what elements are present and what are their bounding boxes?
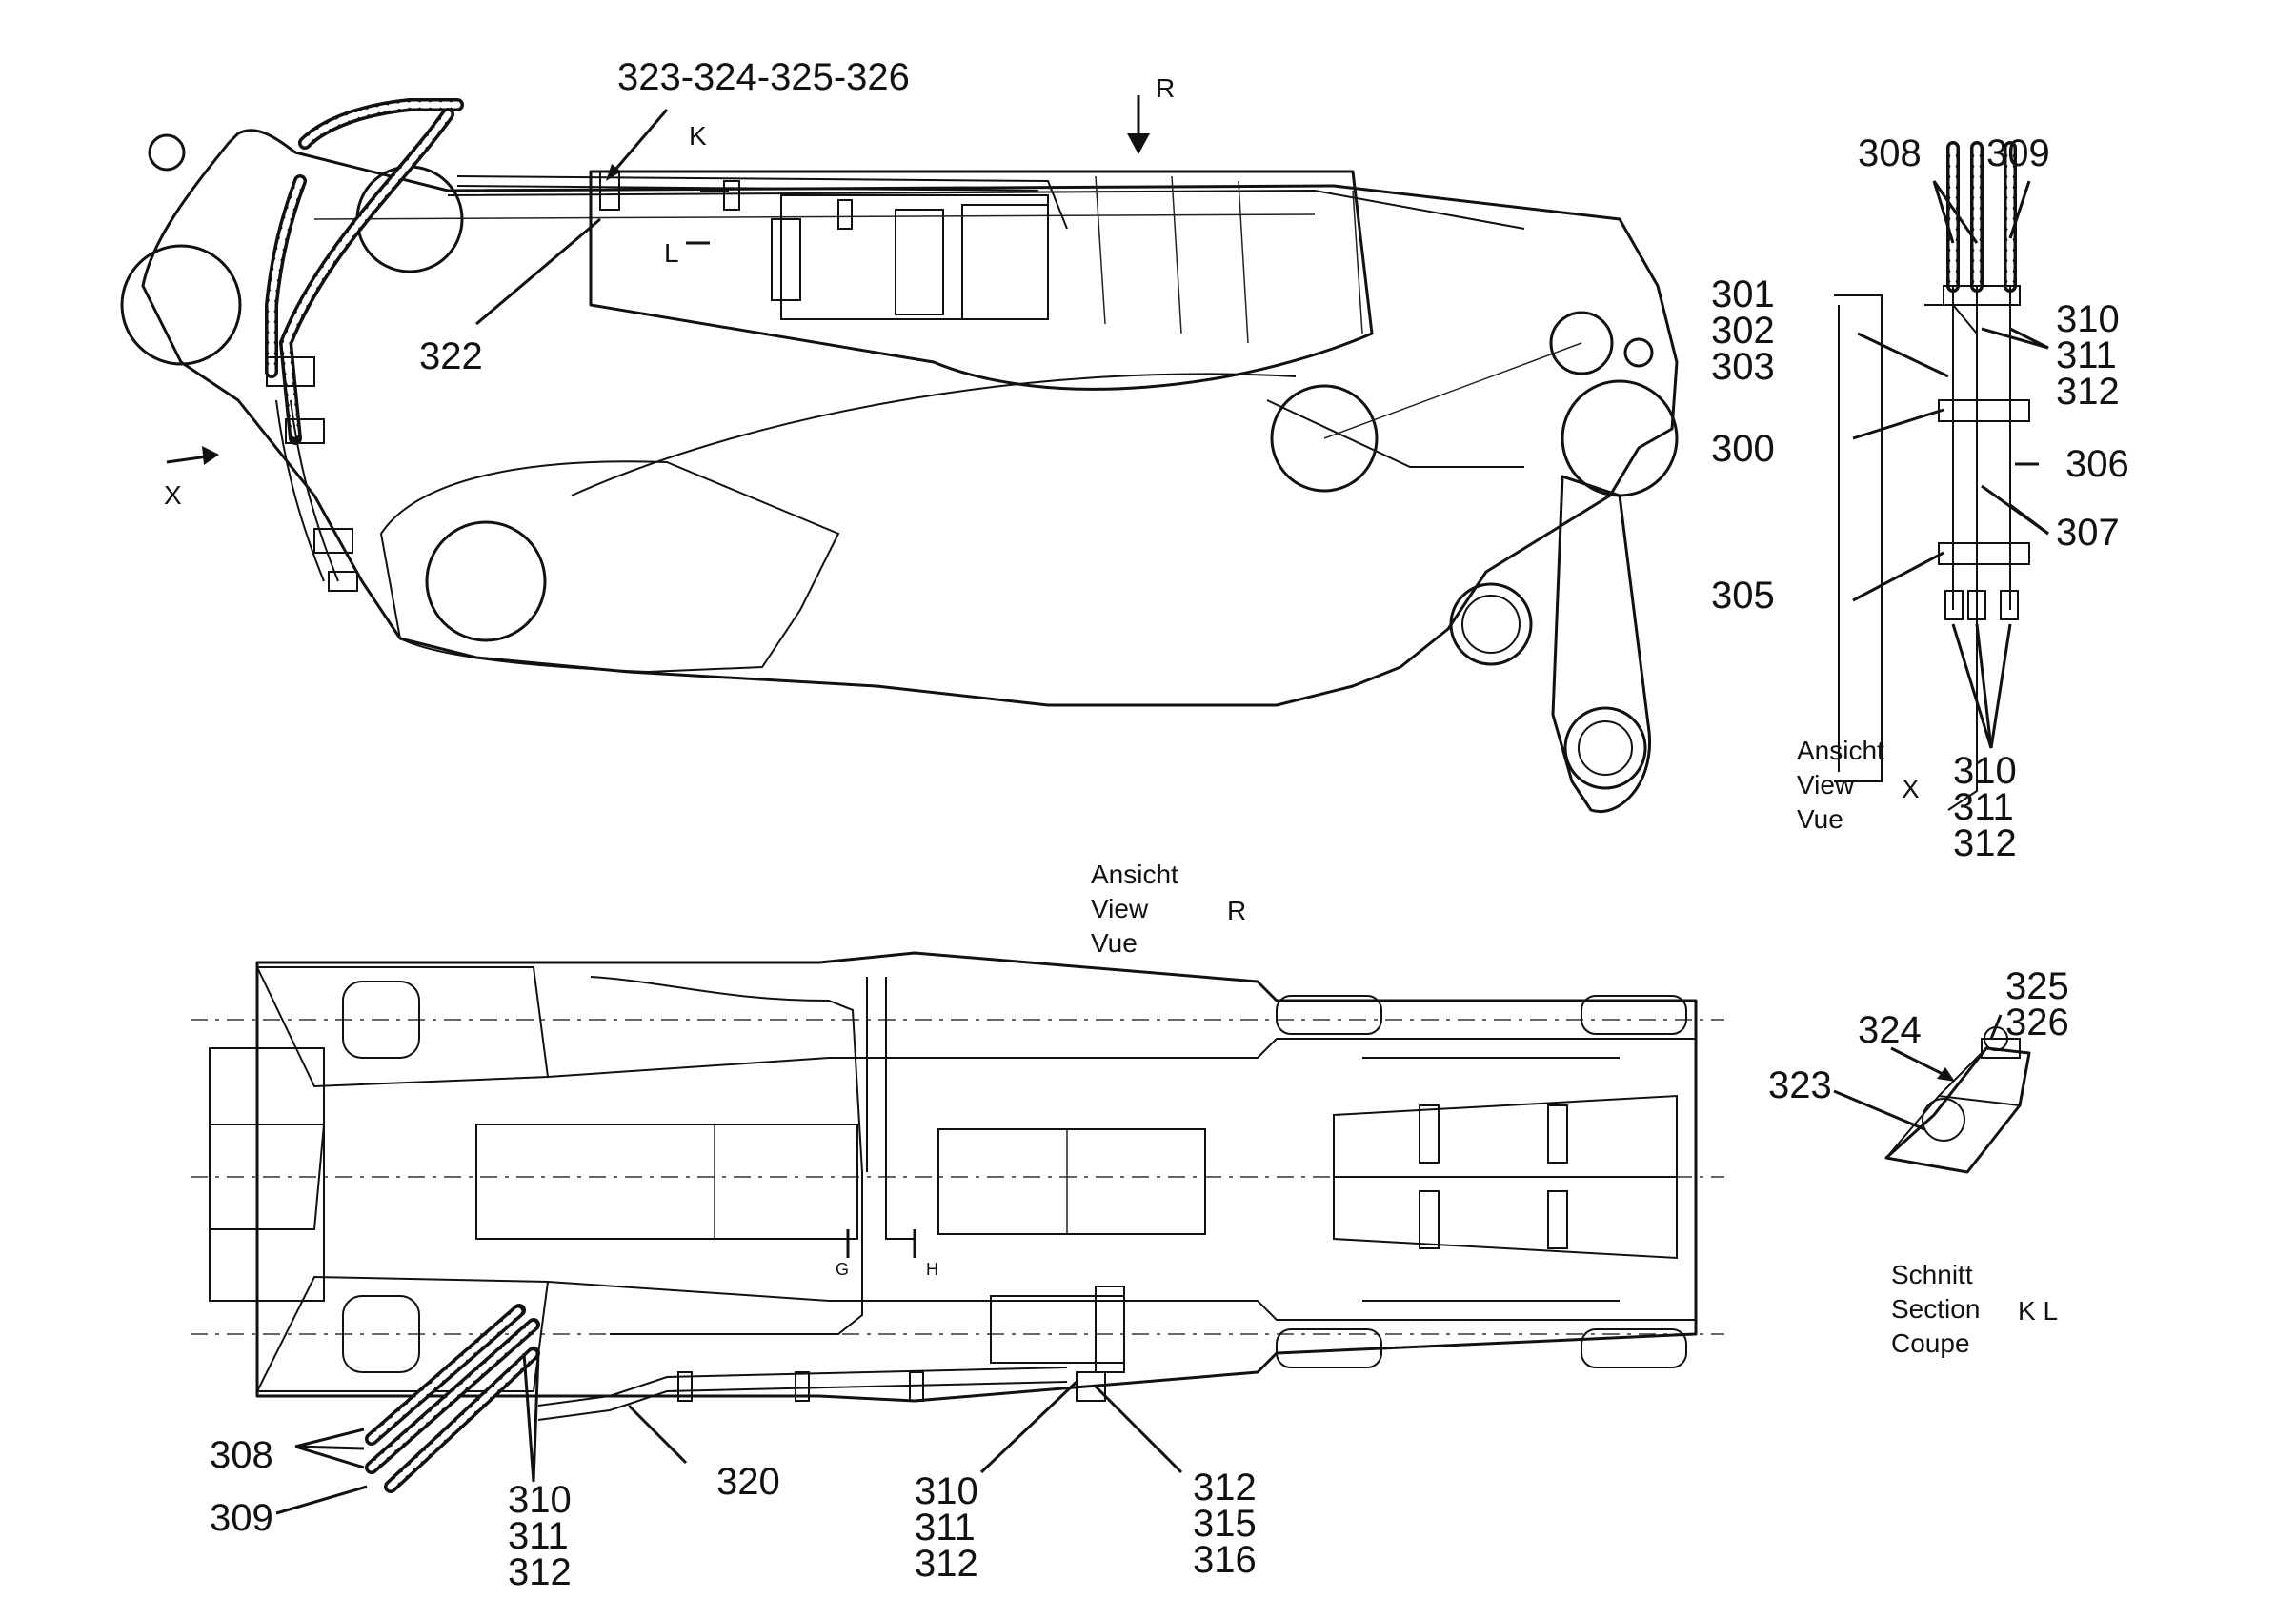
section-caption-fr: Coupe <box>1891 1328 1970 1358</box>
mark-g: G <box>836 1260 850 1279</box>
view-x-label-312b: 312 <box>1953 822 2017 864</box>
view-r-plan <box>191 951 1724 1493</box>
mark-l: L <box>664 238 679 268</box>
section-caption-letters: K L <box>2018 1296 2059 1326</box>
view-r-label-312c: 312 <box>1193 1467 1257 1509</box>
view-x-caption-en: View <box>1797 770 1855 800</box>
section-label-326: 326 <box>2005 1002 2069 1043</box>
view-r-label-312b: 312 <box>915 1543 978 1585</box>
view-x-label-309: 309 <box>1986 132 2050 174</box>
view-r-label-320: 320 <box>716 1461 780 1503</box>
view-r-label-312a: 312 <box>508 1551 572 1593</box>
top-view-leaders <box>166 95 1150 465</box>
callout-322: 322 <box>419 335 483 377</box>
view-x-detail <box>1834 141 2030 811</box>
view-x-label-311b: 311 <box>1953 786 2014 828</box>
section-kl-leaders <box>1833 1014 2003 1131</box>
view-x-caption-letter: X <box>1902 774 1920 803</box>
mark-k: K <box>689 121 707 151</box>
arrow-r-label: R <box>1156 73 1176 103</box>
view-r-label-315: 315 <box>1193 1503 1257 1545</box>
view-x-label-302: 302 <box>1711 310 1775 352</box>
view-x-label-312a: 312 <box>2056 371 2120 413</box>
arrow-x-label: X <box>164 480 182 510</box>
view-r-label-308: 308 <box>210 1434 273 1476</box>
view-r-label-310a: 310 <box>508 1479 572 1521</box>
section-label-325: 325 <box>2005 965 2069 1007</box>
view-x-caption-de: Ansicht <box>1797 736 1884 765</box>
view-x-label-310a: 310 <box>2056 298 2120 340</box>
view-x-label-306: 306 <box>2065 443 2129 485</box>
view-x-label-301: 301 <box>1711 273 1775 315</box>
callout-323-326: 323-324-325-326 <box>617 56 910 98</box>
section-label-323: 323 <box>1768 1064 1832 1106</box>
section-label-324: 324 <box>1858 1009 1922 1051</box>
section-kl-detail <box>1884 1026 2031 1174</box>
view-x-label-308: 308 <box>1858 132 1922 174</box>
view-x-label-307: 307 <box>2056 512 2120 554</box>
view-r-caption-letter: R <box>1227 896 1247 925</box>
boom-side-elevation <box>120 98 1679 813</box>
view-x-label-303: 303 <box>1711 346 1775 388</box>
view-x-label-311a: 311 <box>2056 334 2117 376</box>
view-r-label-316: 316 <box>1193 1539 1257 1581</box>
mark-h: H <box>926 1260 938 1279</box>
section-caption-en: Section <box>1891 1294 1981 1324</box>
view-x-label-305: 305 <box>1711 575 1775 617</box>
view-r-caption-de: Ansicht <box>1091 860 1178 889</box>
view-x-label-310b: 310 <box>1953 750 2017 792</box>
view-x-label-300: 300 <box>1711 428 1775 470</box>
view-r-label-309: 309 <box>210 1497 273 1539</box>
view-r-label-311b: 311 <box>915 1507 976 1549</box>
view-r-label-310b: 310 <box>915 1470 978 1512</box>
view-x-caption-fr: Vue <box>1797 804 1843 834</box>
view-r-caption-en: View <box>1091 894 1149 923</box>
view-r-caption-fr: Vue <box>1091 928 1138 958</box>
view-r-label-311a: 311 <box>508 1515 569 1557</box>
view-x-leaders <box>1852 180 2049 749</box>
section-caption-de: Schnitt <box>1891 1260 1973 1289</box>
view-r-leaders <box>275 1229 1183 1515</box>
